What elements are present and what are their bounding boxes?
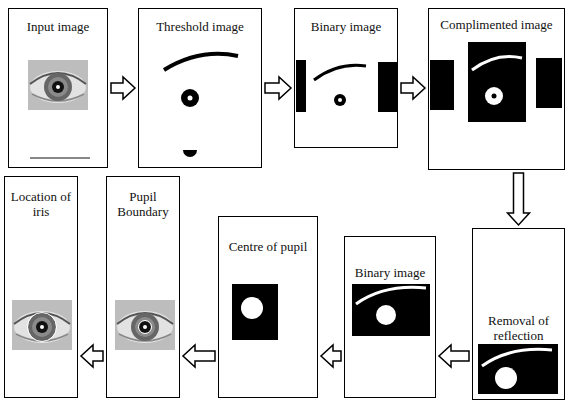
stage-panel: Complimented image — [428, 8, 565, 170]
stage-panel: Binary image — [294, 8, 398, 148]
block-arrow — [321, 345, 341, 367]
arrow-shape — [183, 345, 215, 367]
panel-title: Removal of reflection — [473, 313, 564, 343]
eye-image — [115, 300, 175, 350]
iris-boundary-circle — [28, 313, 57, 342]
block-arrow — [81, 345, 103, 367]
arrow-shape — [81, 345, 103, 367]
block-arrow — [439, 345, 469, 367]
block-arrow — [183, 345, 215, 367]
image-edge — [30, 157, 90, 159]
stage-panel: Threshold image — [138, 8, 262, 168]
stage-panel: Input image — [8, 8, 108, 168]
arrow-shape — [111, 77, 135, 99]
eye-image — [28, 60, 88, 110]
arrow-shape — [321, 345, 341, 367]
stage-panel: Binary image — [344, 236, 436, 398]
pupil-centre-image — [232, 284, 278, 340]
binary-image — [296, 60, 397, 112]
panel-title: Input image — [9, 19, 107, 34]
stage-panel: Pupil Boundary — [106, 176, 180, 398]
block-arrow — [265, 77, 291, 99]
panel-title: Location of iris — [5, 189, 77, 219]
arrow-shape — [265, 77, 291, 99]
stage-panel: Location of iris — [4, 176, 78, 398]
arrow-shape — [439, 345, 469, 367]
panel-title: Binary image — [295, 19, 397, 34]
block-arrow — [111, 77, 135, 99]
block-arrow — [401, 77, 425, 99]
arrow-shape — [401, 77, 425, 99]
panel-title: Pupil Boundary — [107, 189, 179, 219]
panel-title: Complimented image — [429, 17, 564, 32]
panel-title: Binary image — [345, 265, 435, 280]
pupil-boundary-circle — [139, 321, 152, 334]
arrow-shape — [508, 173, 530, 225]
block-arrow — [508, 173, 530, 225]
panel-title: Threshold image — [139, 19, 261, 34]
panel-title: Centre of pupil — [219, 239, 317, 254]
binary-image — [352, 284, 430, 336]
threshold-image — [164, 54, 238, 157]
reflection-removed-image — [478, 344, 558, 394]
complemented-image — [430, 42, 562, 122]
eye-image — [12, 300, 72, 350]
stage-panel: Removal of reflection — [472, 228, 565, 400]
stage-panel: Centre of pupil — [218, 216, 318, 398]
